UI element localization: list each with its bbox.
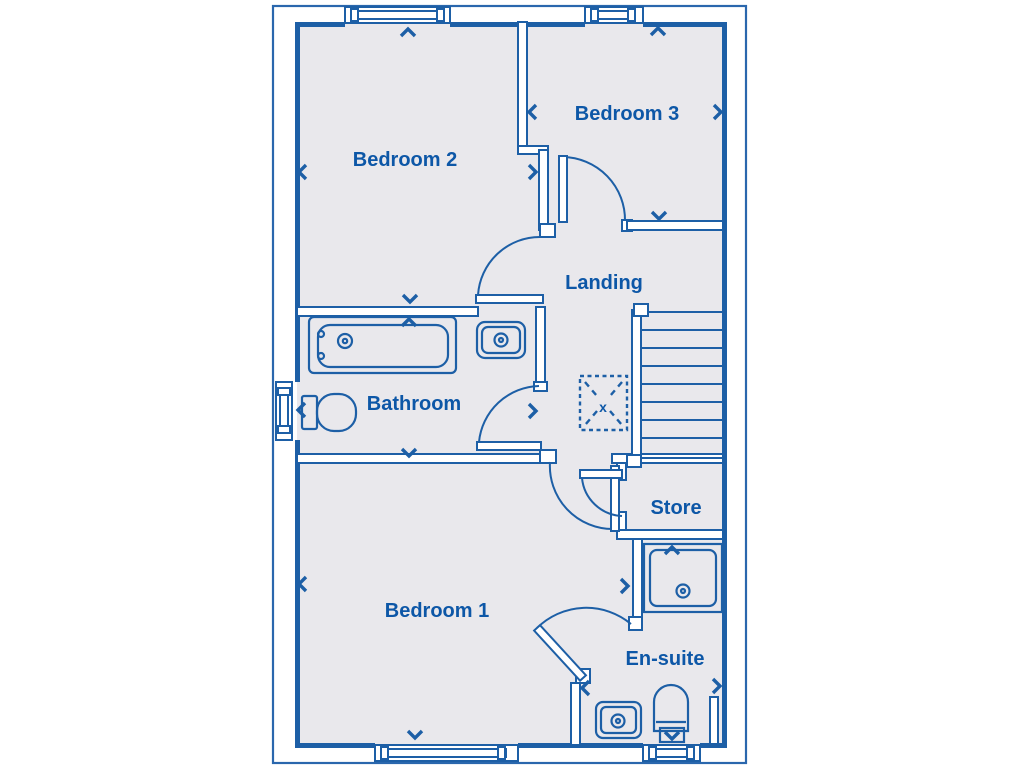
room-label-bedroom-3: Bedroom 3: [575, 103, 679, 125]
plan-border: [271, 4, 748, 765]
door-post: [539, 223, 556, 238]
room-label-bathroom: Bathroom: [367, 393, 461, 415]
wall-store-bottom: [616, 529, 724, 540]
fixtures: [300, 315, 724, 744]
wall-bathroom-top: [296, 306, 479, 317]
chevron-left-icon: [579, 679, 591, 697]
loft-hatch: x: [578, 374, 629, 432]
bathtub-icon: [307, 315, 458, 375]
window-bedroom-3: [584, 6, 644, 24]
door-bedroom-2: [475, 235, 544, 304]
room-label-store: Store: [650, 497, 701, 519]
chevron-right-icon: [712, 103, 724, 121]
chevron-down-icon: [406, 729, 424, 741]
wall-bathroom-bottom: [296, 453, 548, 464]
chevron-right-icon: [711, 677, 723, 695]
wall-bedroom1-ensuite: [570, 682, 581, 746]
wall-left: [295, 22, 300, 382]
wall-corridor: [538, 149, 549, 231]
window-bathroom: [275, 381, 293, 441]
room-label-bedroom-2: Bedroom 2: [353, 149, 457, 171]
wall-right: [722, 22, 727, 748]
room-label-bedroom-1: Bedroom 1: [385, 600, 489, 622]
wall-top: [643, 22, 727, 27]
wall-bottom: [295, 743, 375, 748]
shower-tray-icon: [642, 542, 724, 614]
stair-post: [626, 454, 642, 468]
wall-duct: [709, 696, 719, 745]
door-bedroom-1: [548, 461, 620, 532]
bathroom-sink-icon: [475, 320, 527, 360]
chevron-up-icon: [399, 26, 417, 38]
chevron-left-icon: [526, 103, 538, 121]
window-bedroom-1: [374, 744, 519, 762]
wall-bedroom2-bedroom3: [517, 21, 528, 151]
wall-left: [295, 440, 300, 748]
dimension-arrows: [295, 25, 724, 742]
staircase: [626, 303, 724, 468]
door-bathroom: [476, 385, 542, 451]
door-en-suite: [532, 606, 632, 683]
window-bedroom-2: [344, 6, 451, 24]
wall-top: [295, 22, 345, 27]
wall-bottom: [700, 743, 727, 748]
wall-bathroom-right: [535, 306, 546, 389]
chevron-left-icon: [296, 575, 308, 593]
wall-shower-left: [632, 538, 643, 622]
door-post: [539, 449, 557, 464]
chevron-down-icon: [401, 293, 419, 305]
room-labels: Bedroom 2 Bedroom 3 Landing Bathroom Sto…: [353, 103, 705, 670]
ensuite-toilet-icon: [652, 683, 690, 744]
chevron-right-icon: [619, 577, 631, 595]
loft-hatch-mark: x: [599, 399, 607, 415]
wall-bedroom3-landing: [626, 220, 724, 231]
chevron-left-icon: [295, 401, 307, 419]
door-bedroom-3: [558, 155, 627, 223]
chevron-up-icon: [663, 544, 681, 556]
chevron-left-icon: [296, 163, 308, 181]
window-en-suite: [642, 744, 701, 762]
doors: [475, 155, 632, 683]
chevron-down-icon: [663, 730, 681, 742]
chevron-up-icon: [649, 25, 667, 37]
room-label-landing: Landing: [565, 272, 643, 294]
stair-post: [633, 303, 649, 317]
chevron-down-icon: [400, 447, 418, 459]
chevron-down-icon: [650, 210, 668, 222]
chevron-right-icon: [527, 163, 539, 181]
stair-rail: [631, 309, 642, 461]
ensuite-sink-icon: [594, 700, 643, 740]
chevron-right-icon: [527, 402, 539, 420]
chevron-up-icon: [400, 316, 418, 328]
windows: [275, 6, 701, 762]
door-store: [579, 469, 623, 517]
room-label-en-suite: En-suite: [626, 648, 705, 670]
